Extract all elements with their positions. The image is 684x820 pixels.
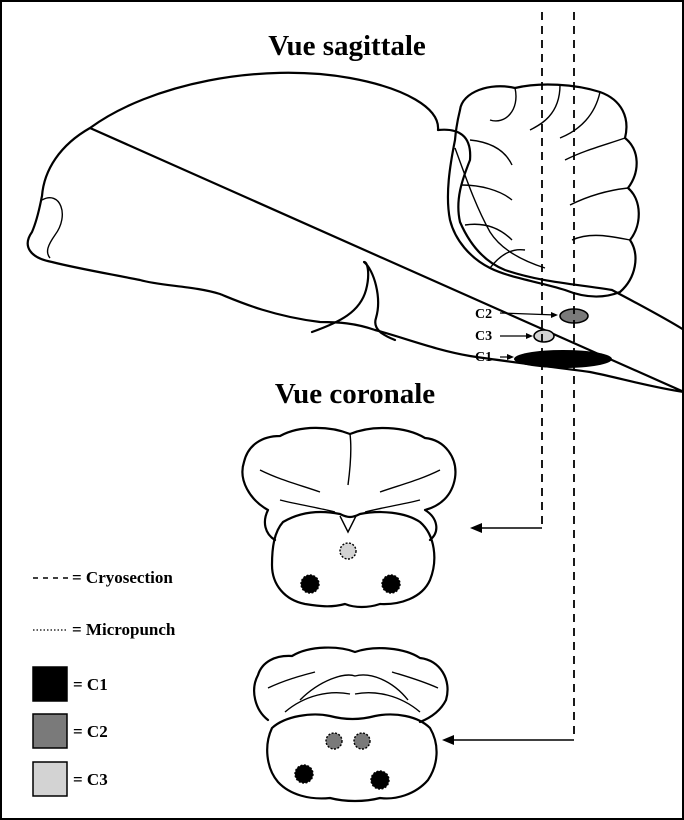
coronal-1-c3-punch [340, 543, 356, 559]
legend-c3-swatch [33, 762, 67, 796]
label-c1: C1 [475, 350, 492, 365]
coronal-1-c1-punch-right [382, 575, 400, 593]
c3-region-sagittal [534, 330, 554, 342]
sagittal-title: Vue sagittale [268, 30, 426, 62]
coronal-1-midline [340, 516, 356, 532]
cryosection-arrow-2 [442, 735, 454, 745]
coronal-title: Vue coronale [275, 378, 435, 410]
legend-c3-label: = C3 [73, 770, 108, 789]
legend-cryosection-label: = Cryosection [72, 568, 173, 587]
legend-c2-label: = C2 [73, 722, 108, 741]
sagittal-brain [28, 73, 684, 392]
cryosection-arrow-1 [470, 523, 482, 533]
coronal-2-c2-punch-right [354, 733, 370, 749]
coronal-2-brainstem [267, 715, 436, 802]
label-c3: C3 [475, 329, 492, 344]
c1-region-sagittal [514, 350, 612, 368]
coronal-2-c1-punch-right [371, 771, 389, 789]
inner-fold [312, 262, 395, 340]
coronal-1-brainstem [272, 512, 434, 607]
coronal-section-2 [254, 648, 447, 801]
arrowhead-c1 [507, 354, 514, 360]
coronal-2-folia [268, 672, 438, 712]
temporal-fold [42, 198, 62, 258]
legend-c2-swatch [33, 714, 67, 748]
legend-c1-label: = C1 [73, 675, 108, 694]
arrowhead-c2 [551, 312, 558, 318]
coronal-2-c2-punch-left [326, 733, 342, 749]
coronal-section-1 [242, 428, 455, 607]
coronal-2-c1-punch-left [295, 765, 313, 783]
legend-micropunch-label: = Micropunch [72, 620, 176, 639]
legend: = Cryosection = Micropunch = C1 = C2 = C… [33, 568, 176, 796]
legend-c1-swatch [33, 667, 67, 701]
coronal-1-folia [260, 434, 440, 512]
coronal-1-cerebellum [242, 428, 455, 540]
label-c2: C2 [475, 307, 492, 322]
cerebellum-folia [462, 85, 630, 268]
arrowhead-c3 [526, 333, 533, 339]
coronal-1-c1-punch-left [301, 575, 319, 593]
